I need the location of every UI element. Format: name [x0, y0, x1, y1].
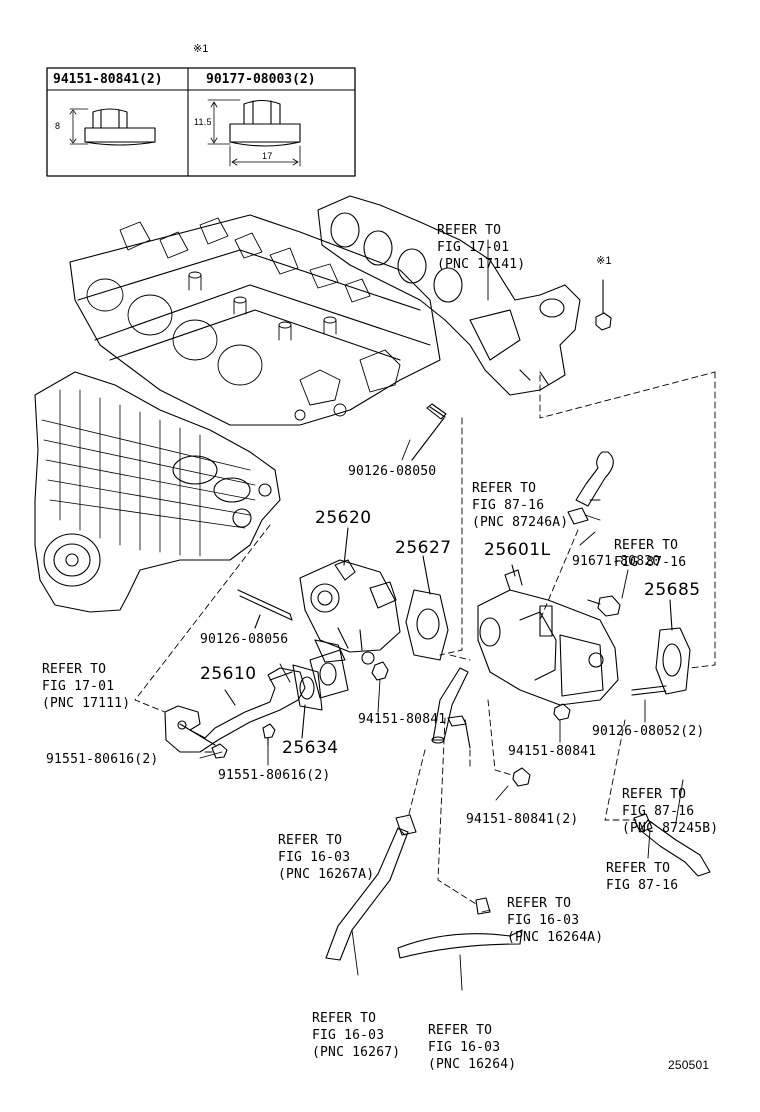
label-94151-80841-c: 94151-80841(2)	[466, 812, 579, 827]
label-91671-80820: 91671-80820	[572, 554, 661, 569]
dim-width-2: 17	[262, 151, 273, 161]
part-25627: 25627	[395, 538, 452, 558]
label-90126-08050: 90126-08050	[348, 464, 437, 479]
gasket-25685-drawing	[655, 599, 691, 695]
label-94151-80841-b: 94151-80841	[508, 744, 597, 759]
egr-cooler-drawing	[477, 564, 619, 706]
cylinder-head-drawing	[69, 214, 441, 426]
intake-manifold-drawing	[34, 371, 281, 613]
exhaust-manifold-drawing	[317, 195, 581, 396]
part-25620: 25620	[315, 508, 372, 528]
part-25685: 25685	[644, 580, 701, 600]
small-fasteners	[204, 595, 667, 787]
flange-nut-icon	[69, 108, 156, 146]
part-25601L: 25601L	[484, 540, 551, 560]
pipe-short-drawing	[431, 667, 469, 744]
label-90126-08056: 90126-08056	[200, 632, 289, 647]
refer-87-16-d-line2: FIG 87-16	[606, 878, 679, 893]
part-25610: 25610	[200, 664, 257, 684]
leader-lines	[199, 239, 684, 991]
egr-valve-drawing	[299, 527, 401, 665]
flange-nut-tall-icon	[207, 99, 301, 167]
hose-16267-drawing	[325, 814, 417, 961]
refer-87-16-d-line1: REFER TO	[606, 861, 671, 876]
nut-small-drawing	[595, 279, 612, 331]
label-91551-mid: 91551-80616(2)	[218, 768, 331, 783]
label-90126-08052: 90126-08052(2)	[592, 724, 705, 739]
egr-pipe-drawing	[164, 649, 349, 753]
part-25634: 25634	[282, 738, 339, 758]
stud-bolt-08056-drawing	[237, 589, 293, 629]
table-col1-header: 94151-80841(2)	[53, 72, 163, 87]
connection-lines	[134, 371, 716, 905]
figure-id: 250501	[668, 1058, 710, 1072]
dim-height-2: 11.5	[194, 117, 212, 127]
label-91551-left: 91551-80616(2)	[46, 752, 159, 767]
table-col2-header: 90177-08003(2)	[206, 72, 316, 87]
gasket-drawing	[405, 555, 449, 661]
hose-16264-drawing	[397, 897, 523, 959]
note-mark-right: ※1	[596, 255, 612, 267]
note-mark-top: ※1	[193, 43, 209, 55]
label-94151-80841-a: 94151-80841	[358, 712, 447, 727]
dim-height-1: 8	[55, 121, 61, 131]
hardware-table	[46, 67, 356, 177]
hose-87245b-drawing	[633, 813, 711, 877]
hose-87246a-drawing	[567, 451, 614, 525]
stud-bolt-drawing	[411, 403, 447, 461]
